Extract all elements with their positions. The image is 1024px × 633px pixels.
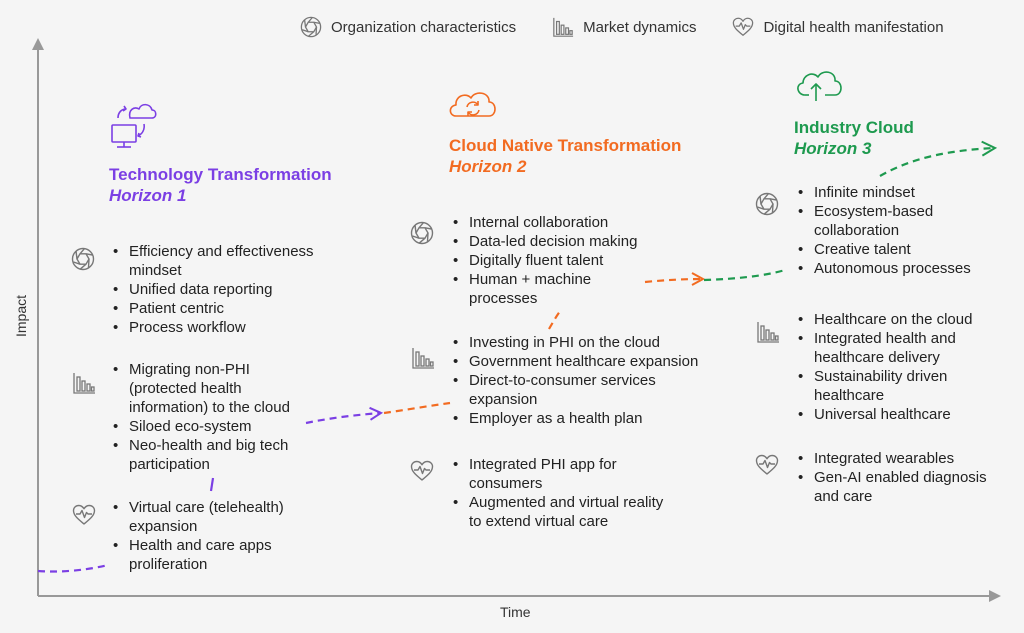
horizon3-title: Industry Cloud [794, 118, 914, 137]
legend-health-label: Digital health manifestation [763, 18, 944, 36]
list-item: Siloed eco-system [109, 417, 309, 436]
list-item: Investing in PHI on the cloud [449, 333, 719, 352]
heart-pulse-icon [72, 503, 96, 527]
list-item: Health and care apps proliferation [109, 536, 309, 574]
list-item: Integrated health and healthcare deliver… [794, 329, 994, 367]
list-item: Efficiency and effectiveness mindset [109, 242, 349, 280]
horizon1-subtitle: Horizon 1 [109, 186, 187, 205]
legend: Organization characteristics Market dyna… [300, 14, 980, 40]
list-item: Direct-to-consumer services expansion [449, 371, 719, 409]
list-item: Sustainability driven healthcare [794, 367, 994, 405]
horizon1-market-list: Migrating non-PHI (protected health info… [109, 360, 309, 474]
legend-market: Market dynamics [552, 16, 696, 38]
list-item: Human + machine processes [449, 270, 639, 308]
list-item: Internal collaboration [449, 213, 639, 232]
horizon3-subtitle: Horizon 3 [794, 139, 872, 158]
list-item: Data-led decision making [449, 232, 639, 251]
legend-org: Organization characteristics [300, 16, 516, 38]
bar-chart-icon [411, 346, 435, 370]
path-h1-start [37, 563, 109, 573]
x-axis-label: Time [500, 604, 531, 620]
list-item: Creative talent [794, 240, 994, 259]
horizon3-header: Industry Cloud Horizon 3 [794, 117, 914, 159]
list-item: Digitally fluent talent [449, 251, 639, 270]
horizon2-title: Cloud Native Transformation [449, 136, 682, 155]
legend-health: Digital health manifestation [732, 16, 944, 38]
list-item: Virtual care (telehealth) expansion [109, 498, 309, 536]
path-h3-end [879, 140, 998, 177]
horizon2-org-list: Internal collaboration Data-led decision… [449, 213, 639, 308]
horizon2-health-list: Integrated PHI app for consumers Augment… [449, 455, 679, 531]
aperture-icon [71, 247, 95, 271]
list-item: Unified data reporting [109, 280, 349, 299]
horizon2-market-list: Investing in PHI on the cloud Government… [449, 333, 719, 428]
y-axis-label: Impact [13, 295, 29, 338]
list-item: Migrating non-PHI (protected health info… [109, 360, 309, 417]
list-item: Neo-health and big tech participation [109, 436, 309, 474]
path-h1-end [305, 406, 384, 425]
horizon3-org-list: Infinite mindset Ecosystem-based collabo… [794, 183, 994, 278]
list-item: Government healthcare expansion [449, 352, 719, 371]
horizon1-header: Technology Transformation Horizon 1 [109, 164, 332, 206]
horizon1-health-list: Virtual care (telehealth) expansion Heal… [109, 498, 309, 574]
heart-pulse-icon [755, 453, 779, 477]
bar-chart-icon [756, 320, 780, 344]
list-item: Ecosystem-based collaboration [794, 202, 994, 240]
legend-market-label: Market dynamics [583, 18, 697, 36]
path-h3-start [703, 268, 786, 282]
monitor-cloud-icon [111, 103, 157, 148]
list-item: Augmented and virtual reality to extend … [449, 493, 679, 531]
list-item: Integrated wearables [794, 449, 994, 468]
list-item: Gen-AI enabled diagnosis and care [794, 468, 994, 506]
aperture-icon [755, 192, 779, 216]
list-item: Integrated PHI app for consumers [449, 455, 679, 493]
path-h1-mid [209, 477, 215, 492]
list-item: Process workflow [109, 318, 349, 337]
list-item: Autonomous processes [794, 259, 994, 278]
path-h2-start [383, 401, 451, 415]
bar-chart-icon [72, 371, 96, 395]
list-item: Patient centric [109, 299, 349, 318]
horizon1-title: Technology Transformation [109, 165, 332, 184]
aperture-icon [410, 221, 434, 245]
horizon1-org-list: Efficiency and effectiveness mindset Uni… [109, 242, 349, 337]
cloud-upload-icon [797, 71, 842, 101]
cloud-refresh-icon [449, 92, 496, 117]
horizon2-header: Cloud Native Transformation Horizon 2 [449, 135, 681, 177]
path-h2-mid [548, 309, 562, 330]
horizon3-market-list: Healthcare on the cloud Integrated healt… [794, 310, 994, 424]
list-item: Healthcare on the cloud [794, 310, 994, 329]
heart-pulse-icon [410, 459, 434, 483]
horizon3-health-list: Integrated wearables Gen-AI enabled diag… [794, 449, 994, 506]
list-item: Universal healthcare [794, 405, 994, 424]
list-item: Infinite mindset [794, 183, 994, 202]
legend-org-label: Organization characteristics [331, 18, 517, 36]
path-h2-end [644, 272, 706, 286]
horizon2-subtitle: Horizon 2 [449, 157, 527, 176]
list-item: Employer as a health plan [449, 409, 719, 428]
